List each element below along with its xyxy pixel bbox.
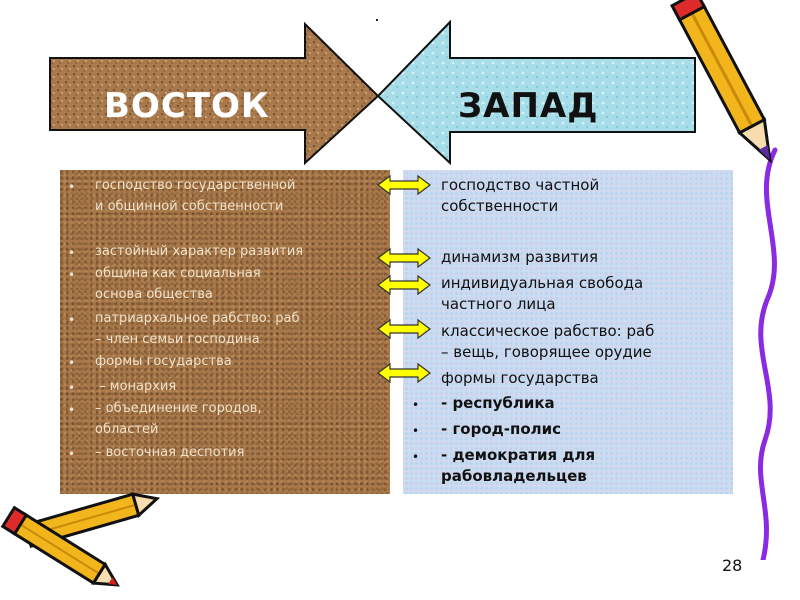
west-title: ЗАПАД bbox=[458, 86, 599, 126]
east-item-city-union: – объединение городов, областей bbox=[95, 401, 262, 437]
bullet: • bbox=[412, 398, 420, 412]
east-item-monarchy: – монархия bbox=[95, 379, 177, 394]
east-item-community: община как социальная основа общества bbox=[95, 266, 261, 302]
east-panel bbox=[60, 170, 390, 494]
west-item-development: динамизм развития bbox=[441, 248, 599, 266]
bullet: • bbox=[68, 403, 76, 417]
bullet: • bbox=[412, 424, 420, 438]
east-item-property: господство государственной и общинной со… bbox=[95, 178, 296, 214]
east-item-despotism: – восточная деспотия bbox=[95, 445, 245, 460]
west-item-polis: - город-полис bbox=[441, 420, 562, 438]
bullet: • bbox=[68, 246, 76, 260]
pencils-icon bbox=[0, 492, 161, 587]
bullet: • bbox=[68, 268, 76, 282]
decorative-dot bbox=[376, 19, 378, 21]
bullet: • bbox=[68, 381, 76, 395]
double-arrow-icon bbox=[377, 318, 431, 340]
double-arrow-icon bbox=[377, 247, 431, 269]
east-item-slavery: патриархальное рабство: раб – член семьи… bbox=[95, 311, 300, 347]
west-item-state-forms: формы государства bbox=[441, 369, 599, 387]
pencil-icon bbox=[670, 0, 778, 560]
double-arrow-icon bbox=[377, 274, 431, 296]
west-panel bbox=[403, 170, 733, 494]
bullet: • bbox=[412, 450, 420, 464]
bullet: • bbox=[68, 447, 76, 461]
bullet: • bbox=[68, 180, 76, 194]
page-number: 28 bbox=[722, 556, 743, 575]
east-item-development: застойный характер развития bbox=[95, 244, 304, 259]
double-arrow-icon bbox=[377, 362, 431, 384]
west-item-democracy: - демократия для рабовладельцев bbox=[441, 446, 596, 485]
east-item-state-forms: формы государства bbox=[95, 354, 232, 369]
west-item-slavery: классическое рабство: раб – вещь, говоря… bbox=[441, 322, 655, 361]
west-item-property: господство частной собственности bbox=[441, 176, 600, 215]
east-title: ВОСТОК bbox=[104, 86, 270, 126]
west-item-republic: - республика bbox=[441, 394, 555, 412]
double-arrow-icon bbox=[377, 174, 431, 196]
bullet: • bbox=[68, 356, 76, 370]
bullet: • bbox=[68, 313, 76, 327]
west-item-freedom: индивидуальная свобода частного лица bbox=[441, 274, 644, 313]
